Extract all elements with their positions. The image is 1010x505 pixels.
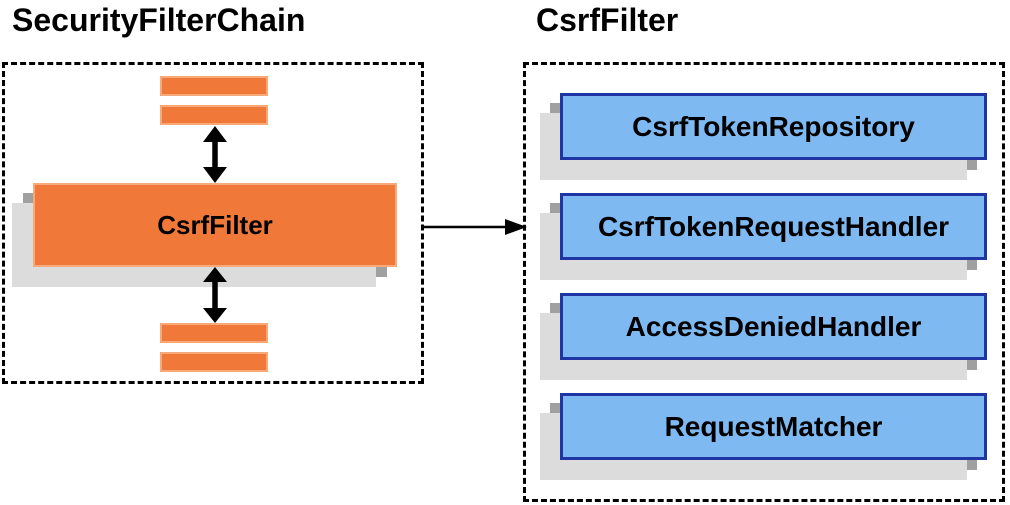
up-down-arrow-icon	[203, 267, 227, 323]
component-box-label: CsrfTokenRequestHandler	[597, 210, 950, 242]
right-panel-title: CsrfFilter	[536, 2, 679, 38]
component-box-label: CsrfTokenRepository	[632, 110, 915, 142]
up-down-arrow-icon	[203, 126, 227, 183]
filter-placeholder-bar	[160, 323, 268, 343]
security-filter-chain-panel	[2, 62, 424, 384]
csrf-filter-box: CsrfFilter	[33, 183, 397, 267]
right-arrow-icon	[422, 219, 527, 235]
component-box-csrf-token-request-handler: CsrfTokenRequestHandler	[560, 193, 987, 260]
component-box-label: RequestMatcher	[664, 410, 883, 442]
filter-placeholder-bar	[160, 76, 268, 96]
component-box-request-matcher: RequestMatcher	[560, 393, 987, 460]
component-box-csrf-token-repository: CsrfTokenRepository	[560, 93, 987, 160]
component-box-label: AccessDeniedHandler	[625, 310, 922, 342]
filter-placeholder-bar	[160, 352, 268, 372]
component-box-access-denied-handler: AccessDeniedHandler	[560, 293, 987, 360]
left-panel-title: SecurityFilterChain	[12, 2, 306, 38]
csrf-filter-box-label: CsrfFilter	[157, 209, 273, 240]
csrf-filter-panel	[523, 62, 1005, 502]
filter-placeholder-bar	[160, 105, 268, 125]
